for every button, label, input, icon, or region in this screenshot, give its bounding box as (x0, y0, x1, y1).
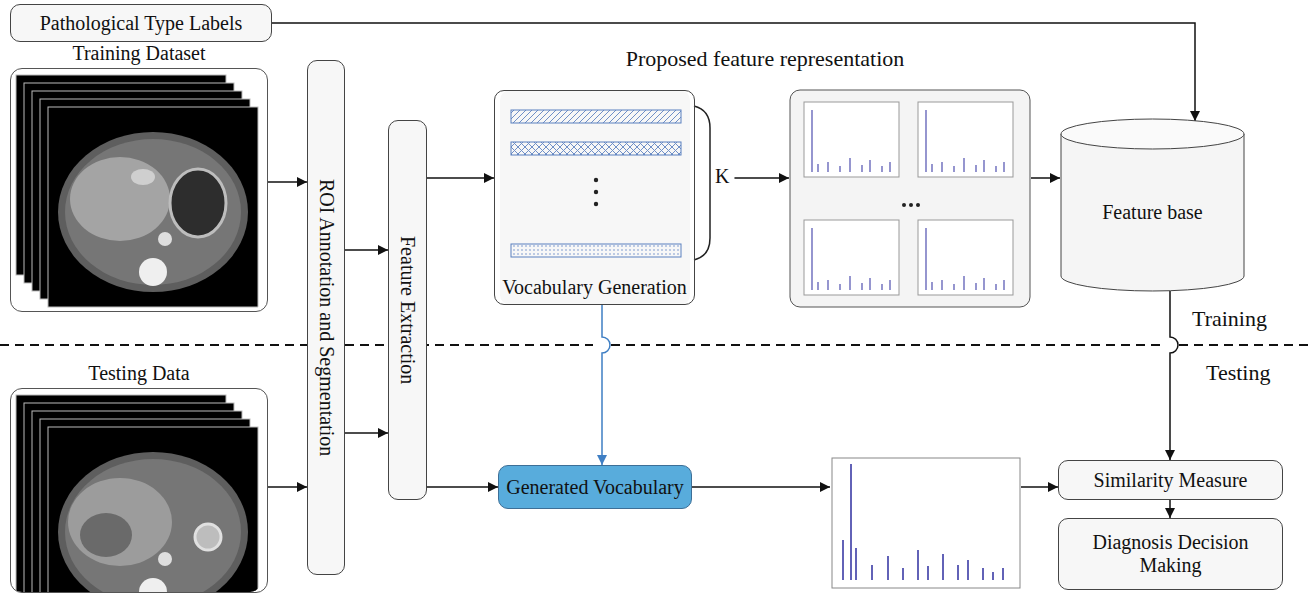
flow-arrow (272, 23, 1195, 121)
connector-segment (268, 181, 307, 183)
node-text: Vocabulary Generation (502, 276, 687, 299)
ct-slice (48, 427, 258, 592)
word-bar (511, 142, 681, 155)
node-text: Testing Data (10, 360, 268, 386)
node-text: Feature base (1102, 201, 1203, 224)
process-box: Similarity Measure (1058, 460, 1283, 500)
mini-histogram (804, 220, 899, 295)
mini-histogram (804, 102, 899, 177)
cylinder-body (1061, 134, 1244, 291)
label-box: Pathological Type Labels (10, 4, 272, 42)
flow-arrow (268, 487, 307, 488)
test-histogram (832, 458, 1020, 588)
connector-segment (1170, 291, 1178, 460)
image-frame (10, 388, 268, 593)
training-testing-divider (0, 345, 1310, 346)
process-box: ROI Annotation and Segmentation (307, 60, 345, 575)
node-text: Similarity Measure (1094, 469, 1248, 492)
flow-arrow (1170, 500, 1171, 518)
flow-arrow (692, 487, 1058, 488)
cylinder-top (1061, 119, 1244, 149)
phase-label: Training (1192, 306, 1267, 332)
connector-segment (268, 486, 307, 488)
flow-arrow (345, 250, 388, 251)
decision-box: Diagnosis Decision Making (1058, 518, 1283, 590)
flow-arrow (1170, 291, 1178, 460)
node-text: Generated Vocabulary (506, 476, 684, 499)
bracket (694, 106, 710, 260)
connector-segment (1021, 486, 1058, 488)
count-label: K (715, 165, 729, 188)
connector-segment (1031, 177, 1060, 179)
node-text: Diagnosis Decision Making (1088, 531, 1253, 577)
flow-arrow (268, 182, 307, 183)
ct-stack-testing (16, 395, 258, 592)
node-text: ROI Annotation and Segmentation (315, 179, 338, 456)
connector-segment (692, 486, 830, 488)
connector-segment (427, 177, 494, 179)
horizontal-ellipsis (902, 203, 920, 207)
connector-segment (427, 486, 498, 488)
node-text: Pathological Type Labels (40, 12, 243, 35)
connector-segment (602, 305, 610, 465)
mini-histogram (918, 220, 1013, 295)
node-text: Training Dataset (10, 40, 268, 66)
word-bar (511, 244, 681, 257)
node-text: Feature Extraction (396, 236, 419, 384)
image-frame (10, 68, 268, 312)
connector-segment (345, 249, 388, 251)
vocabulary-box: Vocabulary Generation (494, 90, 695, 305)
mini-histogram (918, 102, 1013, 177)
histogram-panel (790, 90, 1030, 307)
dataset-panel: Testing Data (10, 360, 268, 593)
flow-arrow (734, 178, 1060, 179)
section-title: Proposed feature representation (600, 46, 930, 72)
connector-segment (734, 177, 789, 179)
vertical-ellipsis (594, 178, 598, 206)
vocabulary-arrow (602, 305, 610, 465)
flow-arrow (345, 433, 388, 434)
vocabulary-box: Generated Vocabulary (498, 465, 692, 509)
database-cylinder: Feature base (1060, 118, 1245, 292)
word-bar (511, 110, 681, 123)
dataset-panel: Training Dataset (10, 40, 268, 312)
connector-segment (345, 432, 388, 434)
process-box: Feature Extraction (388, 120, 427, 500)
ct-slice (48, 107, 258, 307)
phase-label: Testing (1206, 360, 1270, 386)
vocab-fill (500, 90, 690, 305)
connector-segment (272, 23, 1195, 121)
connector-segment (1169, 500, 1171, 518)
flow-arrow (427, 487, 498, 488)
ct-stack-training (16, 75, 258, 307)
flow-arrow (427, 178, 494, 179)
